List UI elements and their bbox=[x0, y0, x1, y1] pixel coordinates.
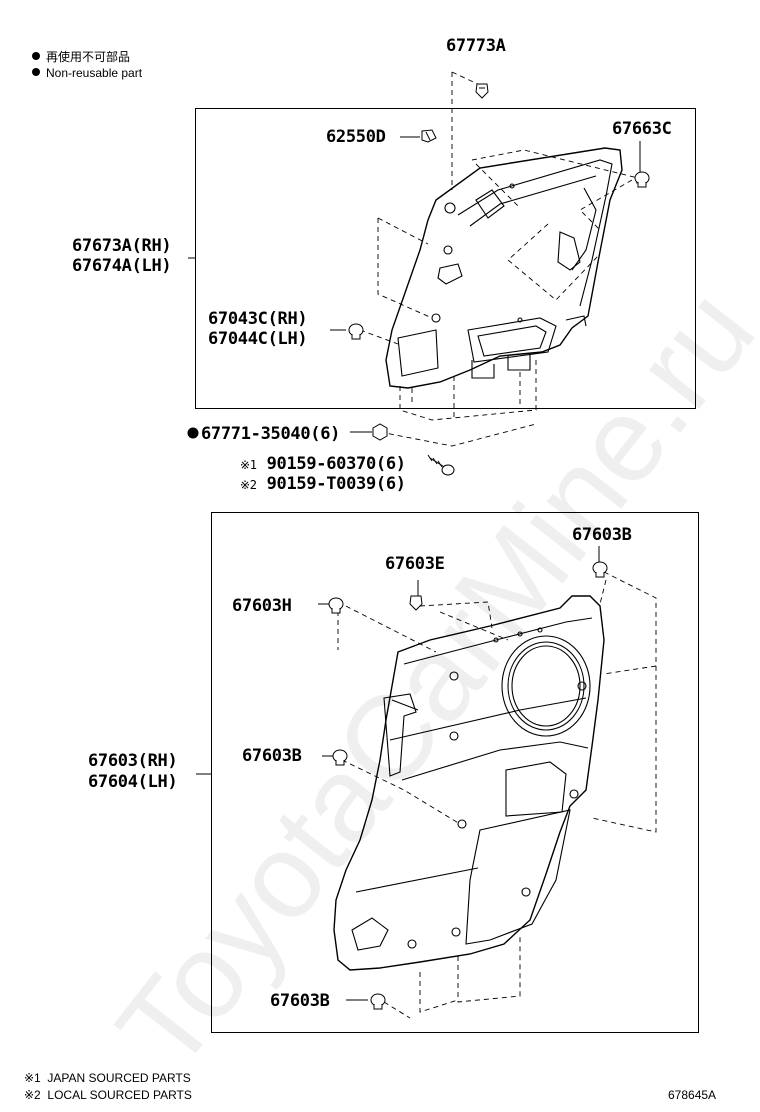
lower-trim-panel bbox=[333, 595, 605, 971]
label-67603H: 67603H bbox=[232, 596, 292, 616]
clip-67773A bbox=[475, 83, 489, 99]
mark-1: ※1 bbox=[240, 458, 257, 472]
nut-67771 bbox=[372, 423, 388, 441]
bullet-icon bbox=[32, 68, 40, 76]
label-90159-60370: 90159-60370(6) bbox=[266, 454, 406, 474]
label-90159-a: ※1 90159-60370(6) bbox=[240, 454, 406, 475]
label-67663C: 67663C bbox=[612, 119, 672, 139]
upper-trim-panel bbox=[385, 147, 623, 389]
clip-67603B-bot bbox=[370, 993, 386, 1010]
clip-67663C bbox=[634, 171, 650, 188]
label-67043C: 67043C(RH) bbox=[208, 309, 308, 329]
clip-67603H bbox=[328, 597, 344, 614]
label-90159-b: ※2 90159-T0039(6) bbox=[240, 474, 406, 495]
figure-id: 678645A bbox=[668, 1088, 717, 1102]
leader-lines bbox=[337, 71, 657, 1019]
label-67603B-bot: 67603B bbox=[270, 991, 330, 1011]
clip-67043C bbox=[348, 323, 364, 340]
non-reusable-marker-icon bbox=[187, 427, 199, 439]
footnote-2: ※2 LOCAL SOURCED PARTS bbox=[24, 1088, 192, 1102]
mark-2: ※2 bbox=[240, 478, 257, 492]
label-67673A: 67673A(RH) bbox=[72, 236, 172, 256]
label-67773A: 67773A bbox=[446, 36, 506, 56]
footnote-2-mark: ※2 bbox=[24, 1088, 41, 1102]
legend-text-en: Non-reusable part bbox=[46, 66, 143, 80]
label-67603E: 67603E bbox=[385, 554, 445, 574]
label-67604: 67604(LH) bbox=[88, 772, 178, 792]
label-67603B-top: 67603B bbox=[572, 525, 632, 545]
clip-67603B-top bbox=[592, 561, 608, 578]
label-67771: 67771-35040(6) bbox=[201, 424, 341, 444]
legend-item-jp: 再使用不可部品 bbox=[32, 50, 130, 64]
footnote-1-mark: ※1 bbox=[24, 1071, 41, 1085]
clip-67603B-mid bbox=[332, 749, 348, 766]
label-67674A: 67674A(LH) bbox=[72, 256, 172, 276]
label-67603B-mid: 67603B bbox=[242, 746, 302, 766]
label-67044C: 67044C(LH) bbox=[208, 329, 308, 349]
label-leaders bbox=[188, 136, 641, 1001]
bullet-icon bbox=[32, 52, 40, 60]
label-90159-T0039: 90159-T0039(6) bbox=[266, 474, 406, 494]
legend-text-jp: 再使用不可部品 bbox=[46, 50, 131, 64]
label-67603: 67603(RH) bbox=[88, 751, 178, 771]
fasteners bbox=[328, 83, 650, 1010]
legend-item-en: Non-reusable part bbox=[32, 66, 142, 80]
clip-62550D bbox=[421, 129, 437, 143]
lower-group-frame bbox=[211, 512, 699, 1033]
footnote-1-text: JAPAN SOURCED PARTS bbox=[47, 1071, 191, 1085]
footnote-2-text: LOCAL SOURCED PARTS bbox=[47, 1088, 192, 1102]
screw-90159 bbox=[427, 454, 455, 476]
footnote-1: ※1 JAPAN SOURCED PARTS bbox=[24, 1071, 191, 1085]
label-62550D: 62550D bbox=[326, 127, 386, 147]
clip-67603E bbox=[409, 595, 423, 611]
